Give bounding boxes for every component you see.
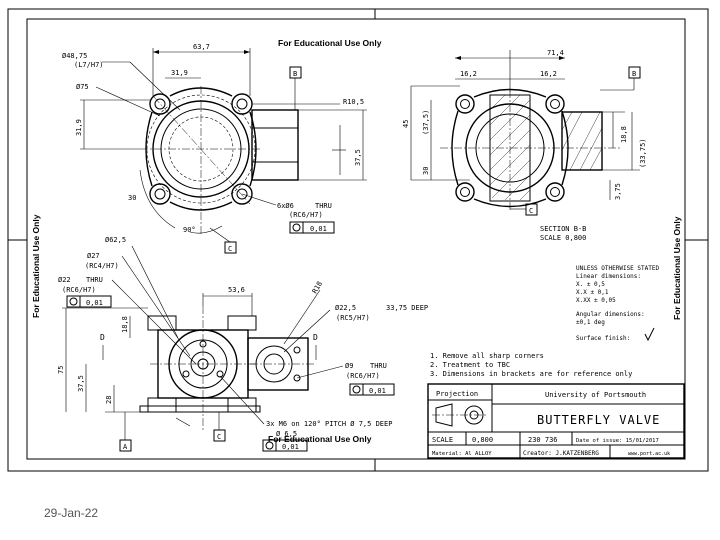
angle-90: 90° — [183, 226, 196, 234]
fv-dim-d-right: D — [313, 333, 318, 342]
sec-dim-top: 71,4 — [547, 49, 564, 57]
fv-dim-18: 18,8 — [121, 316, 129, 333]
tb-material: Material: Al ALLOY — [432, 451, 492, 457]
tb-scale-label: SCALE — [432, 436, 453, 444]
holes-tol: 0,01 — [310, 225, 327, 233]
tb-creator: Creator: J.KATZENBERG — [523, 450, 599, 457]
sec-dim-30: 30 — [422, 167, 430, 175]
dim-bolt: 31,9 — [171, 69, 188, 77]
engineering-drawing: For Educational Use Only For Educational… — [7, 8, 709, 472]
tb-university: University of Portsmouth — [545, 391, 646, 399]
dim-r: R10,5 — [343, 98, 364, 106]
holes-thru: THRU — [315, 202, 332, 210]
section-view: 71,4 16,2 16,2 45 (37,5) 30 18,8 (33,75)… — [402, 49, 647, 242]
datum-c-sec: C — [529, 207, 533, 215]
note-l2: X.X ± 0,1 — [576, 289, 609, 296]
tb-projection: Projection — [436, 390, 478, 398]
title-block: Projection University of Portsmouth BUTT… — [427, 383, 685, 459]
sec-dim-45: 45 — [402, 120, 410, 128]
fv-dim-deep: Ø22,5 — [335, 304, 356, 312]
fv-dim-37: 37,5 — [77, 375, 85, 392]
inner-frame — [26, 18, 686, 460]
front-view: 53,6 Ø62,5 Ø27 (RC4/H7) Ø22 THRU (RC6/H7… — [57, 236, 428, 452]
fv-thread: 3x M6 on 120° PITCH Ø 7,5 DEEP — [266, 420, 392, 428]
fv-dim-22-fit: (RC6/H7) — [62, 286, 96, 294]
tb-part-no: 230 736 — [528, 436, 558, 444]
datum-a: A — [123, 443, 128, 451]
fv-tol-b: 0,01 — [369, 387, 386, 395]
dim-overall: 63,7 — [193, 43, 210, 51]
dim-right-v: 37,5 — [354, 149, 362, 166]
dim-od: Ø75 — [76, 83, 89, 91]
fv-thread-sub: Ø 6,5 — [276, 430, 297, 438]
fv-dim-22: Ø22 — [58, 276, 71, 284]
tb-scale-value: 0,800 — [472, 436, 493, 444]
datum-b-top: B — [293, 70, 297, 78]
note-l3: X.XX ± 0,05 — [576, 297, 616, 304]
note-linear: Linear dimensions: — [576, 273, 641, 280]
footer-date: 29-Jan-22 — [44, 506, 99, 520]
top-view: 63,7 31,9 31,9 Ø48,75 (L7/H7) Ø75 R10,5 … — [62, 43, 367, 254]
sec-dim-3: 3,75 — [614, 183, 622, 200]
fv-tol-a: 0,01 — [86, 299, 103, 307]
fv-dim-22-thru: THRU — [86, 276, 103, 284]
sec-scale: SCALE 0,800 — [540, 234, 586, 242]
fv-tol-c: 0,01 — [282, 443, 299, 451]
datum-c-front: C — [217, 433, 221, 441]
sec-dim-right: 16,2 — [540, 70, 557, 78]
sec-dim-left: 16,2 — [460, 70, 477, 78]
dim-bore: Ø48,75 — [62, 52, 87, 60]
watermark-left: For Educational Use Only — [31, 214, 41, 318]
fv-dim-27-fit: (RC4/H7) — [85, 262, 119, 270]
note-unless: UNLESS OTHERWISE STATED — [576, 265, 659, 272]
fv-dim-deep-fit: (RC5/H7) — [336, 314, 370, 322]
sec-dim-18: 18,8 — [620, 126, 628, 143]
sec-dim-33: (33,75) — [639, 138, 647, 168]
watermark-bottom: For Educational Use Only — [268, 434, 372, 444]
note-l1: X. ± 0,5 — [576, 281, 605, 288]
fv-dim-9-thru: THRU — [370, 362, 387, 370]
note-3: 3. Dimensions in brackets are for refere… — [430, 370, 632, 378]
holes-fit: (RC6/H7) — [289, 211, 323, 219]
watermark-right: For Educational Use Only — [672, 216, 682, 320]
holes-spec: 6xØ6 — [277, 202, 294, 210]
sec-title: SECTION B-B — [540, 225, 586, 233]
datum-c-top: C — [228, 245, 232, 253]
note-angular: Angular dimensions: — [576, 311, 645, 318]
fv-dim-27: Ø27 — [87, 252, 100, 260]
tb-date-issue: Date of issue: 15/01/2017 — [576, 438, 659, 444]
tb-web: www.port.ac.uk — [628, 451, 670, 457]
fv-dim-62: Ø62,5 — [105, 236, 126, 244]
fv-dim-9: Ø9 — [345, 362, 353, 370]
fv-dim-75: 75 — [57, 366, 65, 374]
note-2: 2. Treatment to TBC — [430, 361, 510, 369]
datum-b-sec: B — [632, 70, 636, 78]
angle-30: 30 — [128, 194, 136, 202]
fv-dim-d-left: D — [100, 333, 105, 342]
note-a1: ±0,1 deg — [576, 319, 605, 326]
dim-left-v: 31,9 — [75, 119, 83, 136]
watermark-top: For Educational Use Only — [278, 38, 382, 48]
fv-dim-deep-depth: 33,75 DEEP — [386, 304, 428, 312]
fv-dim-53: 53,6 — [228, 286, 245, 294]
tb-title: BUTTERFLY VALVE — [537, 413, 660, 427]
fv-dim-r: R18 — [311, 280, 324, 295]
dim-bore-fit: (L7/H7) — [74, 61, 104, 69]
note-1: 1. Remove all sharp corners — [430, 352, 544, 360]
notes: UNLESS OTHERWISE STATED Linear dimension… — [430, 265, 659, 378]
fv-dim-9-fit: (RC6/H7) — [346, 372, 380, 380]
fv-dim-28: 28 — [105, 396, 113, 404]
note-finish: Surface finish: — [576, 335, 630, 342]
sec-dim-37: (37,5) — [422, 110, 430, 135]
